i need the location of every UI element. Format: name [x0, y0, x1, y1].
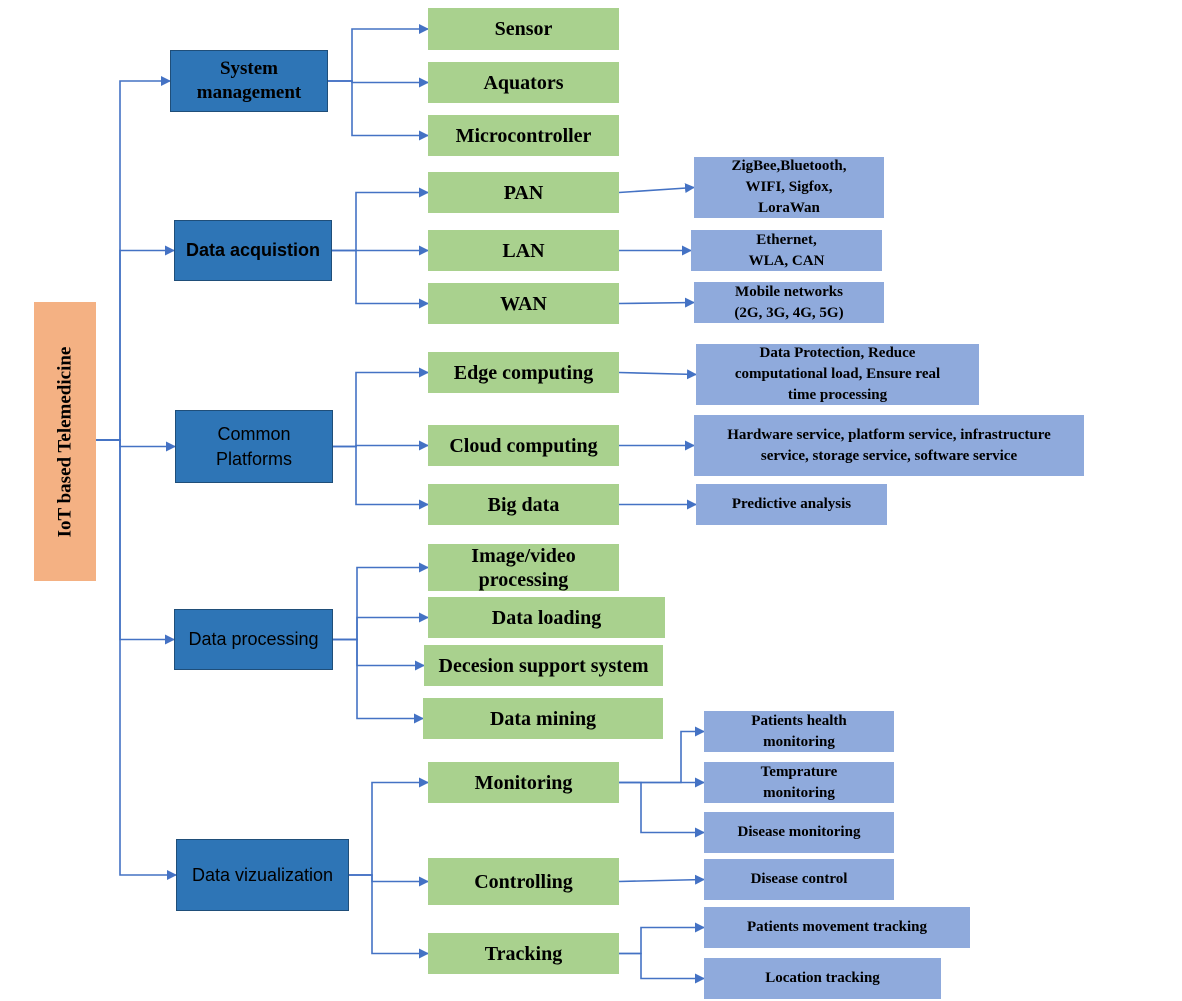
connector-root-category-1 — [96, 245, 175, 441]
detail-patients-movement-tracking: Patients movement tracking — [704, 907, 970, 948]
sub-controlling: Controlling — [428, 858, 619, 905]
connector-root-category-0 — [96, 76, 171, 441]
sub-sensor: Sensor — [428, 8, 619, 50]
connector-category-3-sub-3 — [333, 638, 424, 724]
sub-cloud-computing: Cloud computing — [428, 425, 619, 466]
sub-pan: PAN — [428, 172, 619, 213]
category-data-processing: Data processing — [174, 609, 333, 670]
connector-category-3-sub-1 — [333, 612, 429, 641]
connector-category-3-sub-0 — [333, 562, 429, 641]
sub-monitoring: Monitoring — [428, 762, 619, 803]
connector-monitoring-disease — [619, 781, 705, 838]
sub-tracking: Tracking — [428, 933, 619, 974]
connector-category-2-sub-0 — [333, 367, 429, 448]
category-common-platforms: Common Platforms — [175, 410, 333, 483]
connector-category-1-sub-2 — [332, 249, 429, 309]
connector-sub-leaf-2 — [618, 297, 695, 308]
detail-patients-health-monitoring: Patients health monitoring — [704, 711, 894, 752]
connector-tracking-movement — [619, 922, 705, 955]
connector-category-1-sub-0 — [332, 187, 429, 252]
detail-disease-monitoring: Disease monitoring — [704, 812, 894, 853]
connector-sub-leaf-3 — [618, 369, 697, 380]
detail-lan-protocols: Ethernet, WLA, CAN — [691, 230, 882, 271]
connector-monitoring-health — [619, 726, 705, 784]
connector-sub-leaf-6 — [618, 874, 705, 885]
sub-aquators: Aquators — [428, 62, 619, 103]
sub-microcontroller: Microcontroller — [428, 115, 619, 156]
connector-root-category-2 — [96, 439, 176, 452]
connector-category-0-sub-0 — [328, 24, 429, 82]
detail-pan-protocols: ZigBee,Bluetooth, WIFI, Sigfox, LoraWan — [694, 157, 884, 218]
sub-wan: WAN — [428, 283, 619, 324]
sub-data-loading: Data loading — [428, 597, 665, 638]
connector-tracking-location — [619, 952, 705, 984]
connector-category-4-sub-0 — [349, 777, 429, 876]
detail-cloud-services: Hardware service, platform service, infr… — [694, 415, 1084, 476]
sub-decesion-support-system: Decesion support system — [424, 645, 663, 686]
category-system-management: System management — [170, 50, 328, 112]
detail-disease-control: Disease control — [704, 859, 894, 900]
connector-sub-leaf-0 — [618, 183, 695, 194]
sub-data-mining: Data mining — [423, 698, 663, 739]
connector-category-2-sub-2 — [333, 445, 429, 510]
root-label: IoT based Telemedicine — [54, 346, 76, 537]
sub-lan: LAN — [428, 230, 619, 271]
connector-root-category-3 — [96, 439, 175, 645]
sub-big-data: Big data — [428, 484, 619, 525]
connector-category-3-sub-2 — [333, 638, 425, 671]
connector-category-4-sub-1 — [349, 874, 429, 887]
connector-category-4-sub-2 — [349, 874, 429, 959]
detail-predictive-analysis: Predictive analysis — [696, 484, 887, 525]
connector-category-0-sub-2 — [328, 80, 429, 141]
detail-temprature-monitoring: Temprature monitoring — [704, 762, 894, 803]
sub-edge-computing: Edge computing — [428, 352, 619, 393]
detail-wan-networks: Mobile networks (2G, 3G, 4G, 5G) — [694, 282, 884, 323]
root-node: IoT based Telemedicine — [34, 302, 96, 581]
connector-root-category-4 — [96, 439, 177, 880]
detail-edge-benefits: Data Protection, Reduce computational lo… — [696, 344, 979, 405]
category-data-acquistion: Data acquistion — [174, 220, 332, 281]
detail-location-tracking: Location tracking — [704, 958, 941, 999]
category-data-vizualization: Data vizualization — [176, 839, 349, 911]
sub-image-video-processing: Image/video processing — [428, 544, 619, 591]
